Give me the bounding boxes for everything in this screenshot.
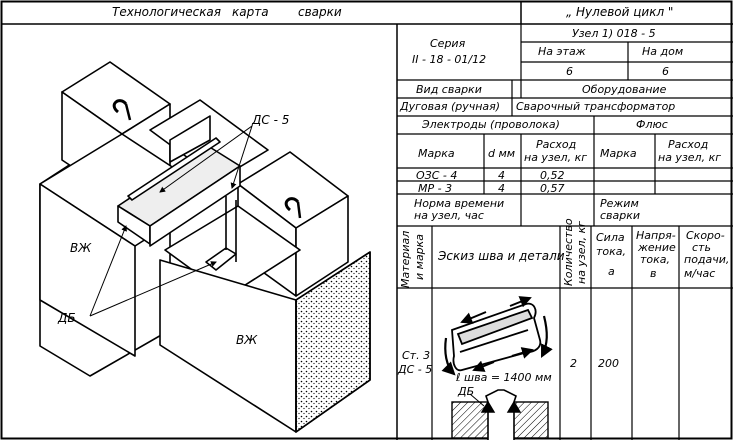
flux-label: Флюс xyxy=(636,118,668,131)
current-value: 200 xyxy=(598,357,619,370)
h-speed-4: м/час xyxy=(684,267,716,280)
weld-type-label: Вид сварки xyxy=(416,83,482,96)
time-norm-2: на узел, час xyxy=(414,209,484,222)
per-house-label: На дом xyxy=(642,45,684,58)
header-title-1: Технологическая xyxy=(112,5,222,19)
electrode-row1-d: 4 xyxy=(498,169,505,182)
h-voltage-2: жение xyxy=(638,241,676,254)
label-vzh-1: ВЖ xyxy=(70,241,92,255)
per-house-value: 6 xyxy=(662,65,669,78)
h-qty-2: на узел, кг xyxy=(575,220,588,284)
h-current-1: Сила xyxy=(596,231,625,244)
label-dg: ДБ xyxy=(58,311,76,325)
flux-col-rate-2: на узел, кг xyxy=(658,151,722,164)
qty-value: 2 xyxy=(570,357,577,370)
mode-1: Режим xyxy=(600,197,639,210)
h-qty-1: Количество xyxy=(562,218,575,286)
electrode-col-mark: Марка xyxy=(418,147,455,160)
h-speed-2: сть xyxy=(692,241,711,254)
equipment-label: Оборудование xyxy=(582,83,667,96)
header-title-2: карта xyxy=(232,5,269,19)
h-sketch: Эскиз шва и детали xyxy=(438,249,565,263)
series-code: II - 18 - 01/12 xyxy=(412,53,487,66)
header-title-3: сварки xyxy=(298,5,342,19)
material-1: Ст. 3 xyxy=(402,349,431,362)
electrode-col-d: d мм xyxy=(488,147,516,160)
electrode-col-rate-2: на узел, кг xyxy=(524,151,588,164)
electrode-col-rate-1: Расход xyxy=(536,138,577,151)
right-grid xyxy=(397,24,733,440)
h-voltage-1: Напря- xyxy=(636,229,676,242)
isometric-drawing xyxy=(39,61,371,433)
h-voltage-3: тока, xyxy=(640,253,671,266)
label-vzh-2: ВЖ xyxy=(236,333,258,347)
node-label: Узел 1) 018 - 5 xyxy=(572,27,656,40)
h-speed-1: Скоро- xyxy=(686,229,725,242)
weld-type-value: Дуговая (ручная) xyxy=(400,100,501,113)
h-material-1: Материал xyxy=(399,230,412,288)
electrode-row2-d: 4 xyxy=(498,182,505,195)
sketch-dg-label: ДБ xyxy=(458,385,475,398)
time-norm-1: Норма времени xyxy=(414,197,505,210)
h-current-2: тока, xyxy=(596,245,627,258)
h-speed-3: подачи, xyxy=(684,253,730,266)
electrodes-label: Электроды (проволока) xyxy=(422,118,560,131)
flux-col-rate-1: Расход xyxy=(668,138,709,151)
sketch-seam-label: ℓ шва = 1400 мм xyxy=(456,371,552,384)
h-voltage-4: в xyxy=(650,267,657,280)
equipment-value: Сварочный трансформатор xyxy=(516,100,676,113)
h-current-3: а xyxy=(608,265,615,278)
h-material-2: и марка xyxy=(413,233,426,280)
leader-lines xyxy=(89,125,253,317)
header-right-title: „ Нулевой цикл " xyxy=(566,5,674,19)
weld-sketch xyxy=(441,296,553,376)
flux-col-mark: Марка xyxy=(600,147,637,160)
material-2: ДС - 5 xyxy=(398,363,433,376)
per-floor-label: На этаж xyxy=(538,45,586,58)
electrode-row1-mark: ОЗС - 4 xyxy=(416,169,458,182)
label-ds5: ДС - 5 xyxy=(252,113,290,127)
electrode-row2-rate: 0,57 xyxy=(540,182,565,195)
mode-2: сварки xyxy=(600,209,641,222)
series-label: Серия xyxy=(430,37,466,50)
electrode-row2-mark: МР - 3 xyxy=(418,182,453,195)
per-floor-value: 6 xyxy=(566,65,573,78)
electrode-row1-rate: 0,52 xyxy=(540,169,565,182)
section-sketch xyxy=(451,389,549,440)
